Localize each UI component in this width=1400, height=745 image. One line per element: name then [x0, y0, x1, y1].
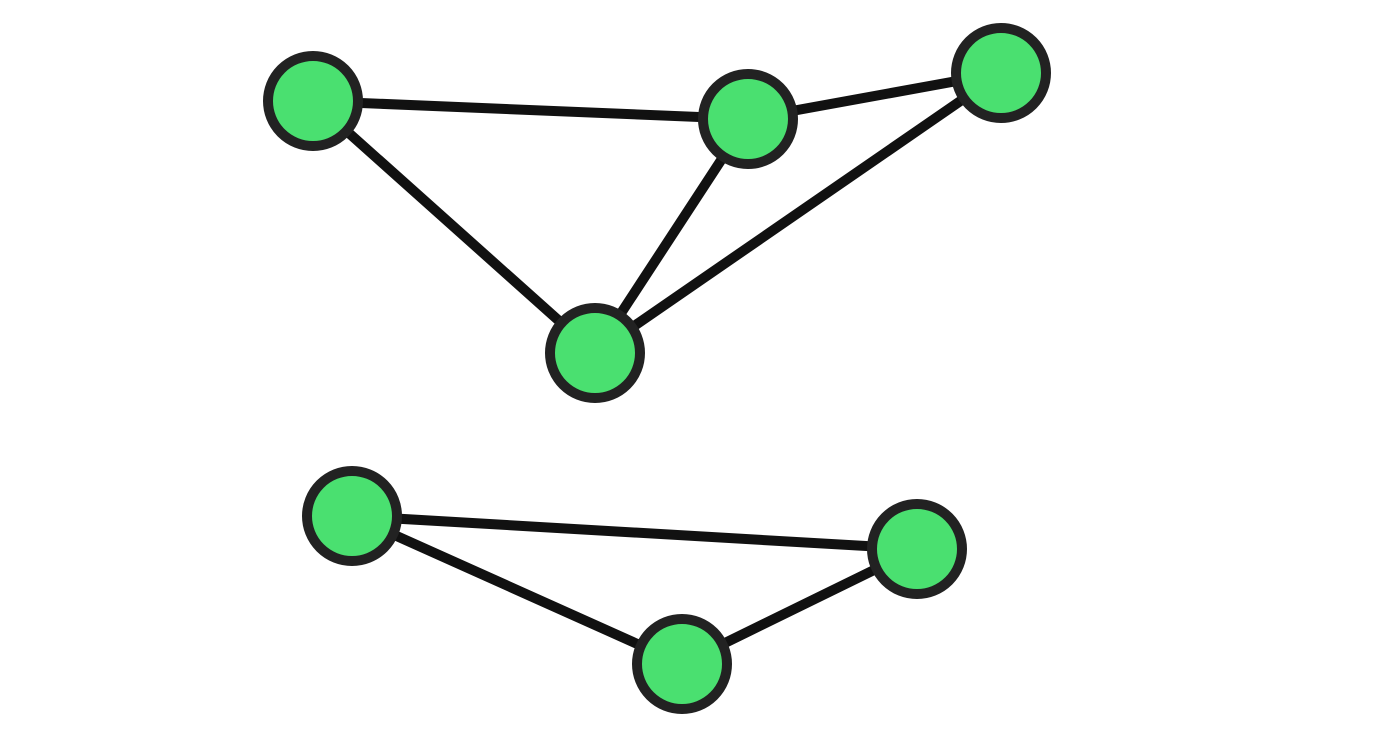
nodes-layer: [263, 23, 1051, 714]
edge-e-f: [347, 511, 922, 554]
node-e: [302, 466, 402, 566]
node-g: [632, 614, 732, 714]
node-d: [545, 303, 645, 403]
node-f: [867, 499, 967, 599]
node-a: [263, 51, 363, 151]
edge-c-d: [590, 68, 1006, 358]
edge-a-b: [308, 96, 753, 124]
node-b: [698, 69, 798, 169]
edge-a-d: [308, 96, 600, 358]
node-c: [951, 23, 1051, 123]
edge-e-g: [347, 511, 687, 669]
